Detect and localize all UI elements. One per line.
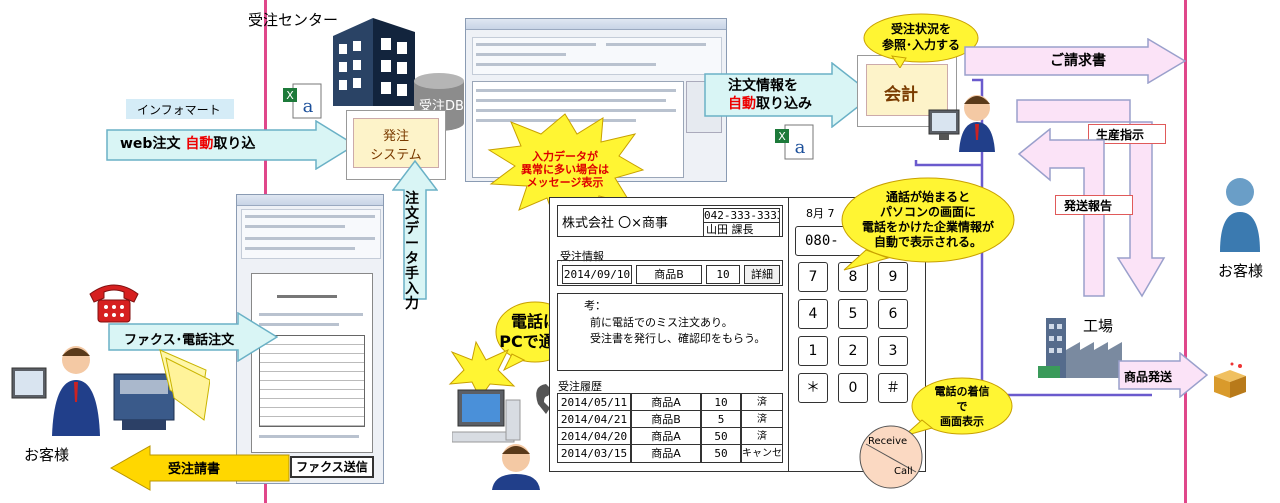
customer-person-icon [1220,178,1260,252]
dial-key[interactable]: 4 [798,299,828,329]
infomart-label: インフォマート [137,103,221,117]
memo-line-2: 受注書を発行し、確認印をもらう。 [590,332,766,345]
receive-label: Receive [868,436,908,447]
call-info-bubble [841,177,1015,271]
order-confirm-label: 受注請書 [168,462,221,477]
order-detail-button[interactable]: 詳細 [744,265,780,284]
web-order-label: web注文 自動取り込 [120,136,256,152]
memo-line-1: 前に電話でのミス注文あり。 [590,316,733,329]
dial-key[interactable]: 1 [798,336,828,366]
center-label: 受注センター [248,11,339,29]
infomart-badge [126,99,234,119]
svg-text:X: X [778,130,786,143]
dial-key[interactable]: ＊ [798,373,828,403]
order-import-label: 注文情報を 自動取り込み [728,78,812,112]
shipping-report-badge [1055,195,1133,215]
manual-entry-arrow [392,160,438,300]
pc-operator-icon [452,384,552,490]
order-qty: 10 [706,265,740,284]
order-info-panel [557,260,783,286]
contact-name: 山田 課長 [703,222,780,237]
dial-key[interactable]: 2 [838,336,868,366]
invoice-label: ご請求書 [1050,53,1106,69]
production-label: 生産指示 [1096,128,1145,142]
manual-entry-label: 注文データ手入力 [405,191,419,312]
call-label: Call [894,466,913,477]
customer-right-label: お客様 [1218,262,1264,280]
product-ship-arrow [1118,352,1208,398]
memo-label: 考： [584,299,606,312]
history-date-cell: 2014/05/11 [557,393,631,412]
order-system-inner: 発注 システム [353,118,439,168]
shipping-report-label: 発送報告 [1064,199,1113,213]
order-confirm-arrow [110,445,290,491]
order-info-label: 受注情報 [560,250,604,263]
dial-key[interactable]: 6 [878,299,908,329]
fax-phone-label: ファクス･電話注文 [124,333,235,348]
fax-send-button[interactable]: ファクス送信 [290,456,374,478]
history-item-cell: 商品A [631,427,701,446]
history-item-cell: 商品A [631,444,701,463]
order-item: 商品B [636,265,702,284]
dial-key[interactable]: 5 [838,299,868,329]
history-qty-cell: 50 [701,427,741,446]
company-phone: 042-333-3333 [703,208,780,223]
status-bubble [863,13,979,68]
order-import-arrow [704,62,874,128]
dial-number: 080- [805,233,839,249]
company-name: 株式会社 〇×商事 [562,216,669,231]
incoming-bubble [903,377,1013,437]
excel-file-icon-2: X a [775,124,814,160]
dial-key[interactable]: 9 [878,262,908,292]
dial-key[interactable]: 3 [878,336,908,366]
factory-icon [1038,318,1122,378]
building-icon [333,18,415,106]
history-date-cell: 2014/04/20 [557,427,631,446]
production-arrow [1016,99,1166,298]
history-status-cell: キャンセル [741,444,783,463]
product-ship-label: 商品発送 [1124,370,1173,384]
svg-text:a: a [303,96,314,117]
package-icon [1214,362,1246,398]
shipping-report-arrow [1018,128,1105,297]
dial-date: 8月 7 [806,207,835,220]
production-badge [1088,124,1166,144]
history-date-cell: 2014/03/15 [557,444,631,463]
dial-key[interactable]: 0 [838,373,868,403]
dial-key[interactable]: ＃ [878,373,908,403]
accounting-inner [866,64,948,116]
incoming-bubble-text: 電話の着信 で 画面表示 [934,385,990,428]
status-bubble-text: 受注状況を 参照･入力する [881,22,960,52]
fax-phone-arrow [108,312,278,362]
svg-text:a: a [795,137,806,158]
customer-left-label: お客様 [24,446,70,464]
call-info-text: 通話が始まると パソコンの画面に 電話をかけた企業情報が 自動で表示される。 [861,190,994,249]
operator-icon [928,95,995,152]
accounting-label: 会計 [884,85,918,105]
invoice-arrow [964,38,1186,84]
memo-panel [557,293,783,371]
svg-text:X: X [286,89,294,102]
dial-key[interactable]: 7 [798,262,828,292]
customer-fax-icon [11,346,210,436]
receive-call-button[interactable] [858,424,924,490]
history-qty-cell: 50 [701,444,741,463]
history-status-cell: 済 [741,393,783,412]
order-date: 2014/09/10 [562,265,632,284]
history-label: 受注履歴 [558,380,602,393]
history-item-cell: 商品A [631,393,701,412]
divider-customer [1184,0,1187,503]
telephone-icon [89,284,139,323]
web-order-arrow [106,120,356,170]
warning-burst-text: 入力データが 異常に多い場合は メッセージ表示 [521,150,609,189]
factory-label: 工場 [1083,317,1114,335]
excel-file-icon: X a [283,83,322,119]
history-item-cell: 商品B [631,410,701,429]
